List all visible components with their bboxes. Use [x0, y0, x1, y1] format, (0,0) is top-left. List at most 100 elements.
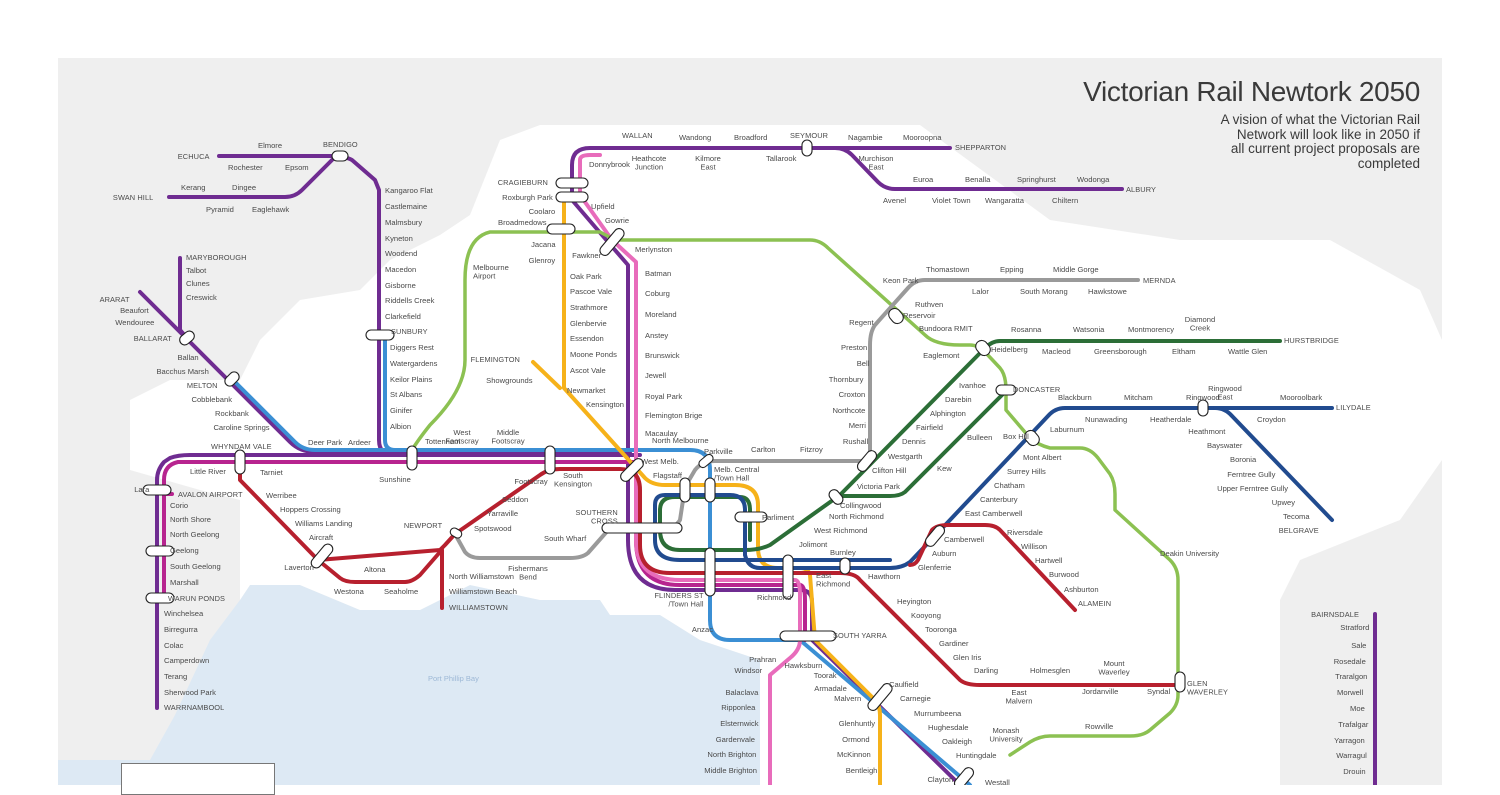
station-label-anzac: Anzac: [692, 625, 713, 634]
station-label-collingwood: Collingwood: [840, 501, 881, 510]
station-label-heatherdale: Heatherdale: [1150, 415, 1191, 424]
station-label-williams-landing: Williams Landing: [295, 519, 352, 528]
station-label-line: GLEN: [1187, 679, 1208, 688]
station-label-line: Ballan: [177, 353, 198, 362]
station-label-line: Wodonga: [1077, 175, 1110, 184]
station-label-line: Marshall: [170, 578, 199, 587]
station-label-jordanville: Jordanville: [1082, 687, 1118, 696]
port-phillip-bay: [58, 585, 760, 785]
station-label-line: Morwell: [1337, 688, 1363, 697]
station-label-line: Holmesglen: [1030, 666, 1070, 675]
station-label-glenferrie: Glenferrie: [918, 563, 951, 572]
station-label-ballarat: BALLARAT: [134, 334, 172, 343]
station-label-line: Fawkner: [572, 251, 602, 260]
station-label-line: SOUTHERN: [576, 508, 618, 517]
station-label-avalon-airport: AVALON AIRPORT: [178, 490, 243, 499]
station-label-tarniet: Tarniet: [260, 468, 284, 477]
station-label-line: ALBURY: [1126, 185, 1156, 194]
station-label-line: Ivanhoe: [959, 381, 986, 390]
station-label-glen-iris: Glen Iris: [953, 653, 981, 662]
station-label-riddells-creek: Riddells Creek: [385, 296, 435, 305]
station-label-line: Rowville: [1085, 722, 1113, 731]
station-label-line: SEYMOUR: [790, 131, 828, 140]
station-label-line: Castlemaine: [385, 202, 427, 211]
station-label-line: Croydon: [1257, 415, 1286, 424]
station-label-wodonga: Wodonga: [1077, 175, 1110, 184]
station-label-preston: Preston: [841, 343, 867, 352]
station-label-line: Wendouree: [115, 318, 154, 327]
station-label-line: South Geelong: [170, 562, 221, 571]
station-label-line: WILLIAMSTOWN: [449, 603, 508, 612]
station-label-diggers-rest: Diggers Rest: [390, 343, 435, 352]
station-label-line: Melb. Central: [714, 465, 759, 474]
station-label-aircraft: Aircraft: [309, 533, 334, 542]
station-label-line: St Albans: [390, 390, 422, 399]
station-label-line: Talbot: [186, 266, 207, 275]
station-label-carnegie: Carnegie: [900, 694, 931, 703]
station-label-line: Chiltern: [1052, 196, 1078, 205]
station-label-line: AVALON AIRPORT: [178, 490, 243, 499]
station-label-line: Upwey: [1272, 498, 1295, 507]
interchange-marker: [331, 150, 349, 162]
station-label-line: University: [989, 735, 1023, 744]
station-label-line: Winchelsea: [164, 609, 204, 618]
station-label-line: Auburn: [932, 549, 957, 558]
station-label-line: Malvern: [834, 694, 861, 703]
interchange-marker: [449, 527, 463, 539]
station-label-line: Altona: [364, 565, 386, 574]
station-label-line: Elmore: [258, 141, 282, 150]
station-label-line: Hughesdale: [928, 723, 969, 732]
station-label-north-williamstown: North Williamstown: [449, 572, 514, 581]
station-label-line: ARARAT: [100, 295, 130, 304]
station-label-kerang: Kerang: [181, 183, 206, 192]
station-label-ashburton: Ashburton: [1064, 585, 1099, 594]
interchange-marker: [1174, 671, 1186, 693]
station-label-keilor-plains: Keilor Plains: [390, 375, 432, 384]
station-label-strathmore: Strathmore: [570, 303, 608, 312]
station-label-keon-park: Keon Park: [883, 276, 919, 285]
station-label-line: Thomastown: [926, 265, 969, 274]
station-label-line: SUNBURY: [391, 327, 428, 336]
line-melton: [231, 378, 402, 452]
station-label-sale: Sale: [1351, 641, 1366, 650]
station-label-line: Chatham: [994, 481, 1025, 490]
interchange-marker: [867, 683, 893, 711]
station-label-line: Footscray: [514, 477, 548, 486]
interchange-marker: [734, 511, 768, 523]
station-label-line: BENDIGO: [323, 140, 358, 149]
interchange-marker: [839, 557, 851, 575]
station-label-line: East: [816, 571, 832, 580]
station-label-line: Ardeer: [348, 438, 371, 447]
station-label-line: Springhurst: [1017, 175, 1057, 184]
station-label-line: Mitcham: [1124, 393, 1153, 402]
station-label-heyington: Heyington: [897, 597, 931, 606]
station-label-boronia: Boronia: [1230, 455, 1257, 464]
station-label-wandong: Wandong: [679, 133, 711, 142]
station-label-line: Rosedale: [1334, 657, 1366, 666]
station-label-line: MERNDA: [1143, 276, 1176, 285]
station-label-merlynston: Merlynston: [635, 245, 672, 254]
station-label-alamein: ALAMEIN: [1078, 599, 1111, 608]
station-label-line: Westgarth: [888, 452, 922, 461]
station-label-lilydale: LILYDALE: [1336, 403, 1371, 412]
station-label-line: Kangaroo Flat: [385, 186, 434, 195]
station-label-moone-ponds: Moone Ponds: [570, 350, 617, 359]
station-label-malvern: Malvern: [834, 694, 861, 703]
station-label-hoppers-crossing: Hoppers Crossing: [280, 505, 341, 514]
station-label-wattle-glen: Wattle Glen: [1228, 347, 1267, 356]
station-label-line: North Brighton: [707, 750, 756, 759]
station-label-tooronga: Tooronga: [925, 625, 957, 634]
station-label-willison: Willison: [1021, 542, 1047, 551]
station-label-windsor: Windsor: [734, 666, 762, 675]
station-label-line: Newmarket: [567, 386, 606, 395]
station-label-ripponlea: Ripponlea: [721, 703, 756, 712]
station-label-line: CROSS: [591, 517, 618, 526]
station-label-south-geelong: South Geelong: [170, 562, 221, 571]
station-label-line: Rushall: [843, 437, 869, 446]
station-label-riversdale: Riversdale: [1007, 528, 1043, 537]
station-label-line: Toorak: [814, 671, 837, 680]
station-label-victoria-park: Victoria Park: [857, 482, 900, 491]
station-label-line: Clarkefield: [385, 312, 421, 321]
station-label-seymour: SEYMOUR: [790, 131, 828, 140]
station-label-fairfield: Fairfield: [916, 423, 943, 432]
